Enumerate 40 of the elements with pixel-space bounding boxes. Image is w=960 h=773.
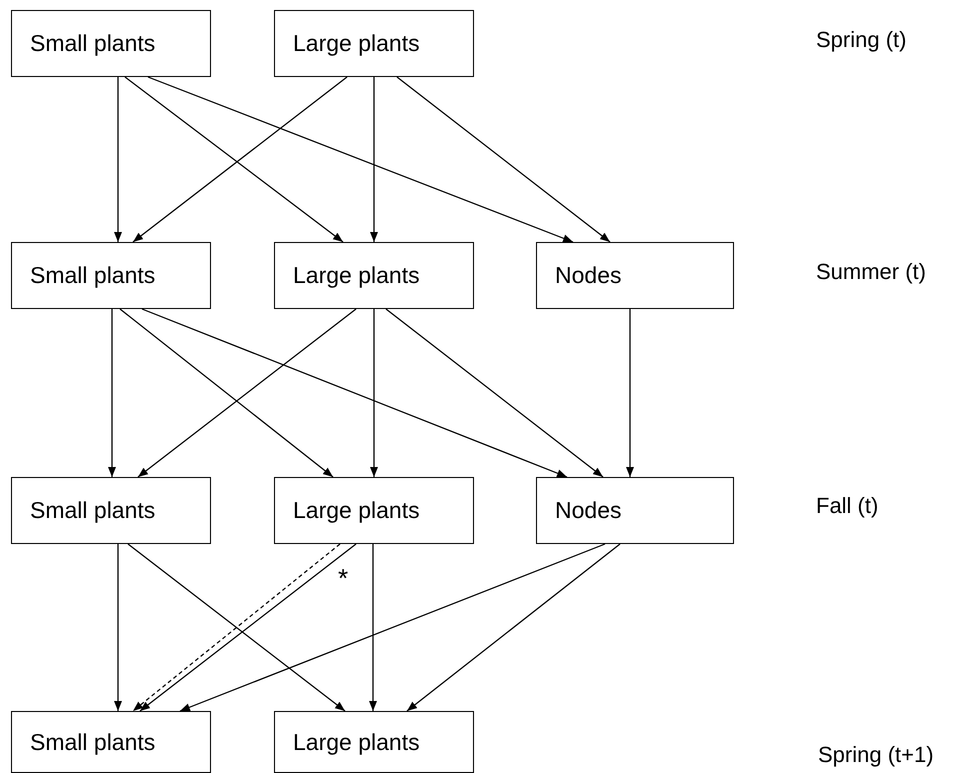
arrow [370, 309, 378, 477]
process-box [274, 242, 474, 309]
footnote-mark: * [338, 563, 348, 594]
arrow [108, 309, 116, 477]
process-box [11, 242, 211, 309]
process-box [274, 711, 474, 773]
process-box [536, 477, 734, 544]
arrow [626, 309, 634, 477]
box-label: Large plants [293, 30, 420, 57]
box-label: Nodes [555, 262, 622, 289]
arrow [138, 308, 356, 478]
process-box [11, 711, 211, 773]
process-box [274, 477, 474, 544]
arrow [120, 308, 334, 478]
arrow [370, 77, 378, 242]
arrow [148, 76, 574, 243]
box-label: Large plants [293, 497, 420, 524]
box-label: Small plants [30, 728, 156, 756]
box-label: Large plants [293, 728, 420, 756]
process-box [536, 242, 734, 309]
arrow [386, 308, 604, 478]
arrow [142, 308, 568, 478]
box-label: Small plants [30, 497, 156, 524]
arrow [406, 544, 620, 712]
process-box [274, 10, 474, 77]
box-label: Small plants [30, 30, 156, 57]
arrow [369, 544, 377, 711]
process-box [11, 10, 211, 77]
season-label: Fall (t) [816, 493, 878, 519]
arrow [114, 544, 122, 711]
arrow [114, 77, 122, 242]
season-label: Summer (t) [816, 259, 926, 285]
arrow [396, 76, 610, 242]
season-label: Spring (t) [816, 27, 906, 53]
box-label: Large plants [293, 262, 420, 289]
box-label: Small plants [30, 262, 156, 289]
arrow [180, 543, 606, 712]
season-label: Spring (t+1) [818, 742, 934, 768]
box-label: Nodes [555, 497, 622, 524]
process-box [11, 477, 211, 544]
